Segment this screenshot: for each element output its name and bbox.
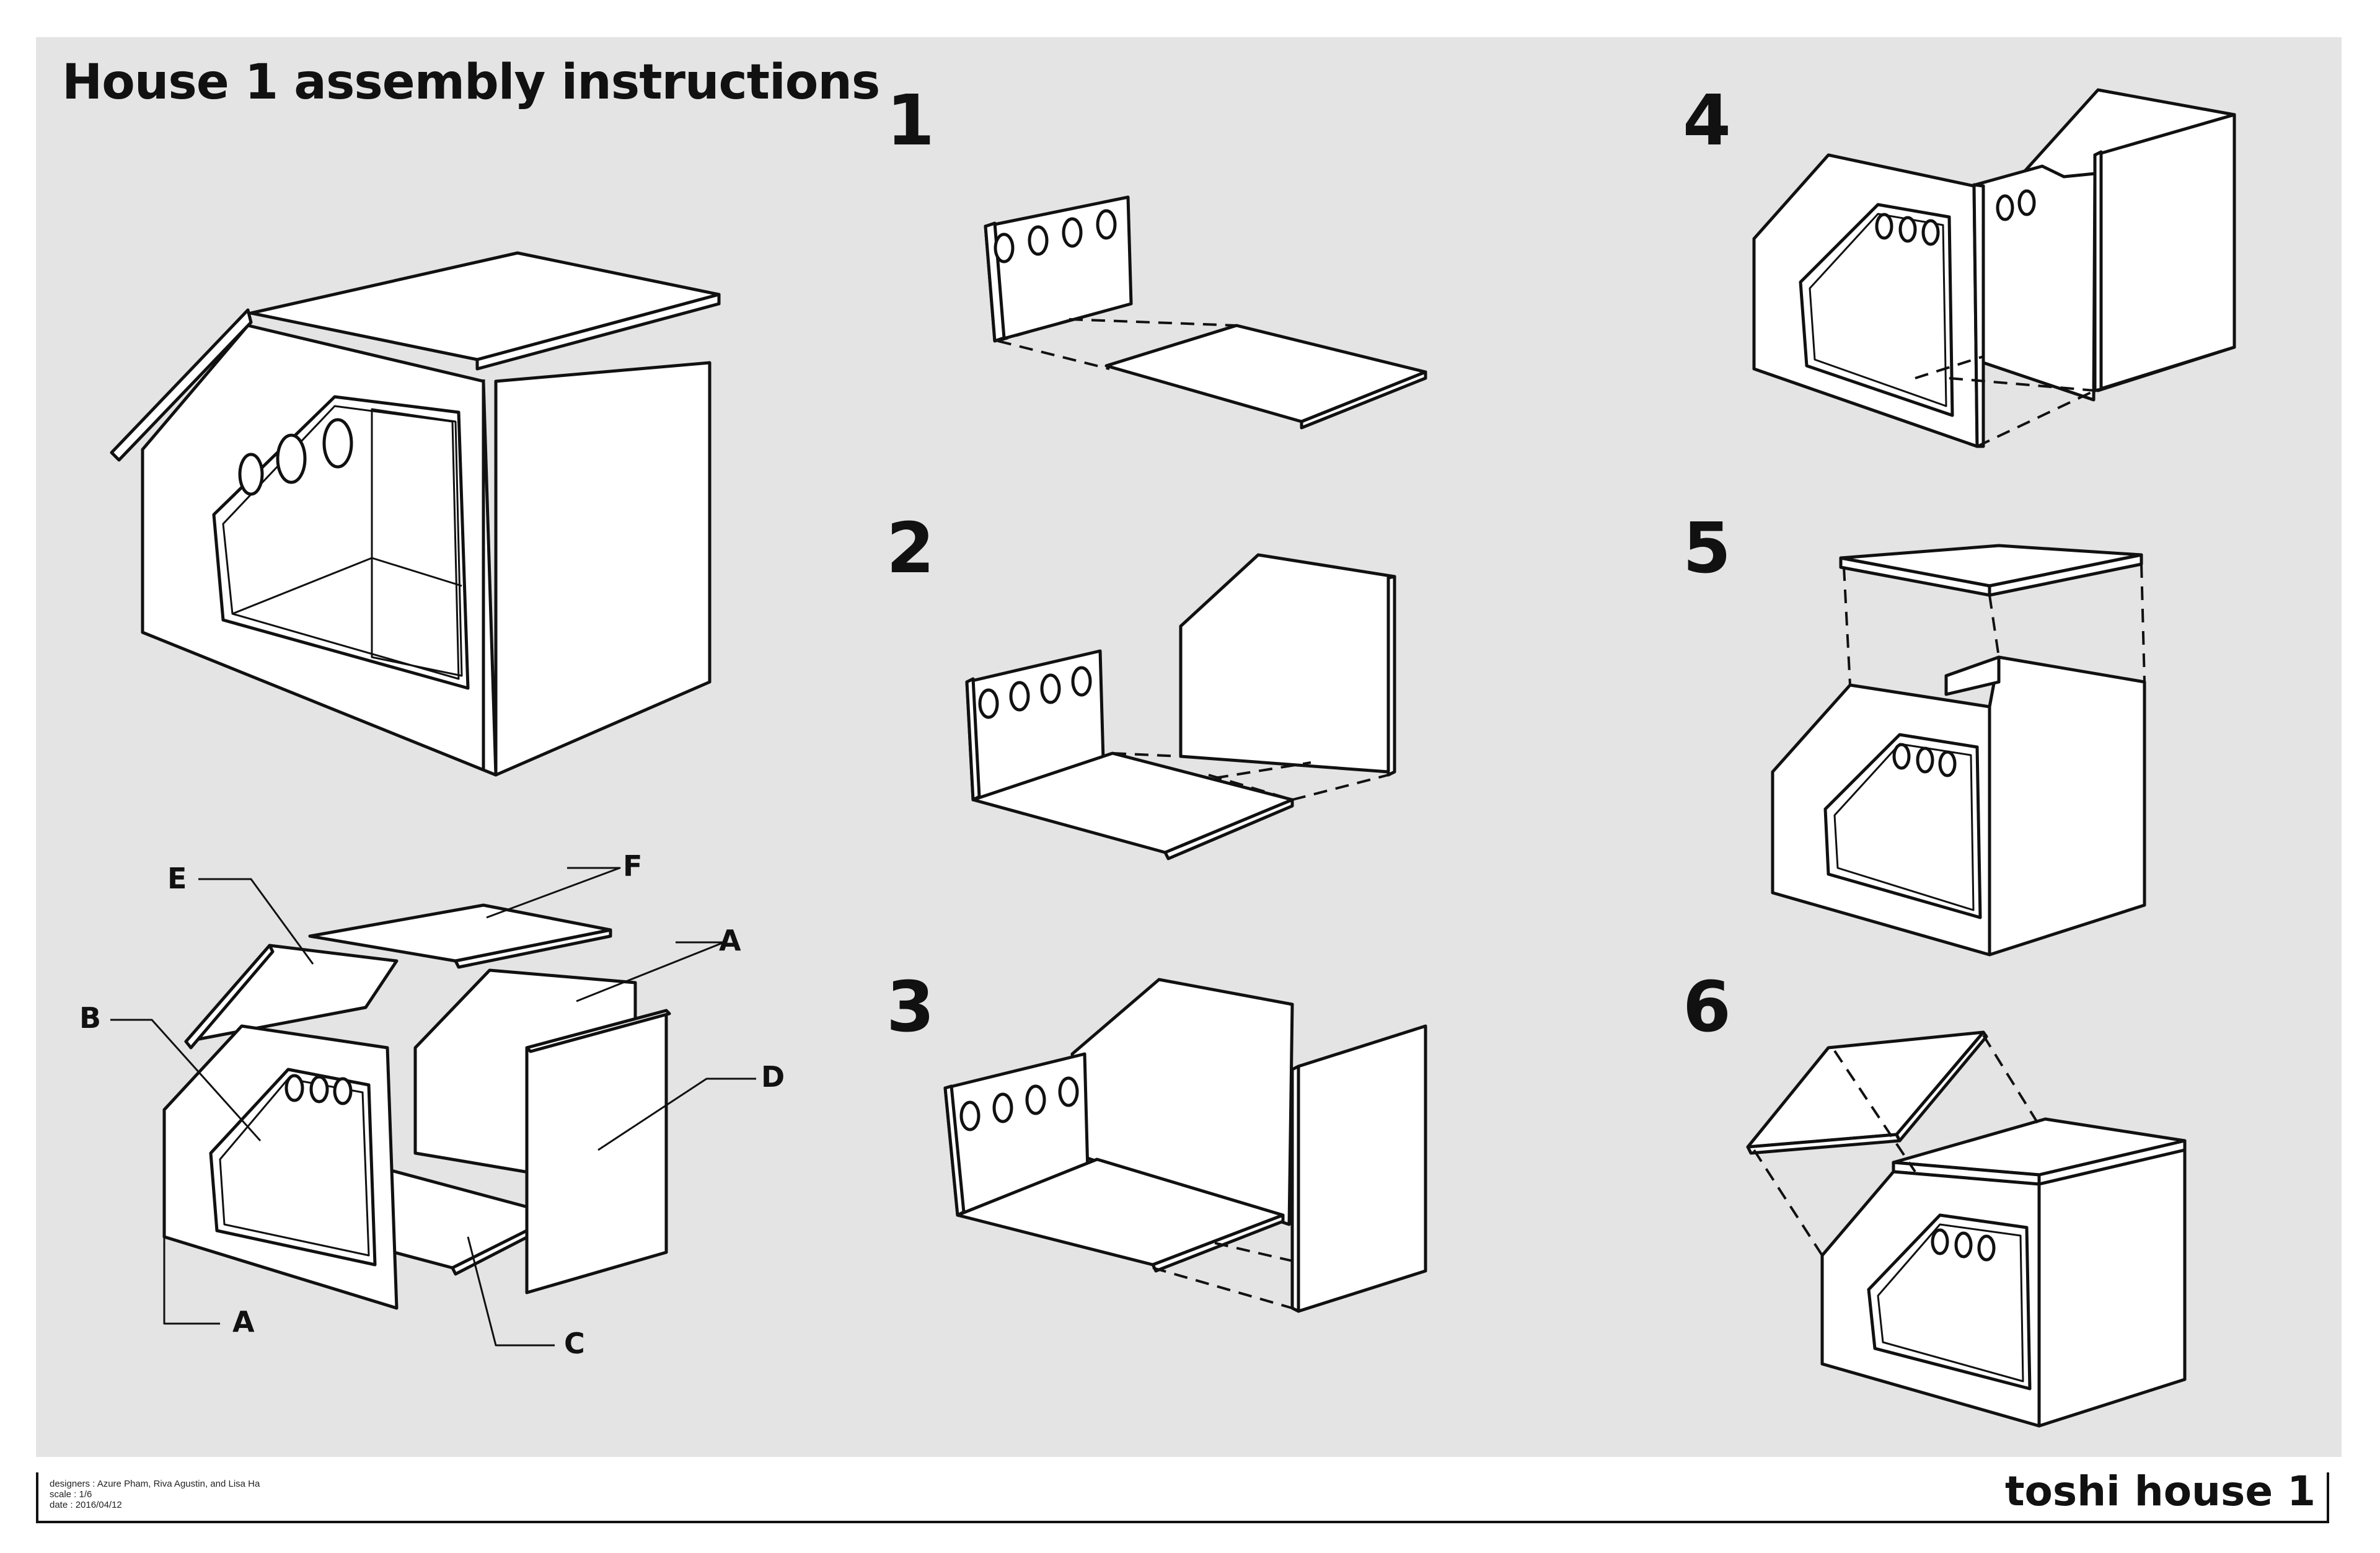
title-block-bottom-border <box>36 1521 2329 1523</box>
step-number-2: 2 <box>886 508 935 589</box>
part-label-c: C <box>564 1327 585 1360</box>
project-name: toshi house 1 <box>2004 1467 2316 1515</box>
exploded-parts <box>110 867 756 1347</box>
title-block-right-border <box>2327 1472 2329 1522</box>
step-number-4: 4 <box>1683 81 1731 161</box>
part-label-a-top: A <box>719 924 741 957</box>
part-label-e: E <box>167 862 187 895</box>
title-block-left-border <box>36 1472 38 1522</box>
step-number-3: 3 <box>886 967 935 1048</box>
step-5-drawing <box>1771 544 2146 957</box>
date-note: date : 2016/04/12 <box>50 1500 122 1510</box>
step-number-6: 6 <box>1683 967 1731 1048</box>
step-1-drawing <box>984 195 1427 430</box>
title-block: designers : Azure Pham, Riva Agustin, an… <box>36 1467 2340 1553</box>
assembled-house <box>110 251 721 777</box>
step-4-drawing <box>1752 88 2236 448</box>
part-label-f: F <box>623 849 643 883</box>
designers-credit: designers : Azure Pham, Riva Agustin, an… <box>50 1479 260 1489</box>
scale-note: scale : 1/6 <box>50 1489 92 1500</box>
step-3-drawing <box>943 978 1427 1313</box>
page-title: House 1 assembly instructions <box>62 55 880 110</box>
part-label-d: D <box>761 1060 785 1094</box>
step-number-1: 1 <box>886 81 935 161</box>
part-label-a-bottom: A <box>232 1305 255 1338</box>
step-number-5: 5 <box>1683 508 1731 589</box>
part-label-b: B <box>79 1001 102 1035</box>
step-2-drawing <box>965 553 1396 861</box>
step-6-drawing <box>1746 1030 2187 1428</box>
